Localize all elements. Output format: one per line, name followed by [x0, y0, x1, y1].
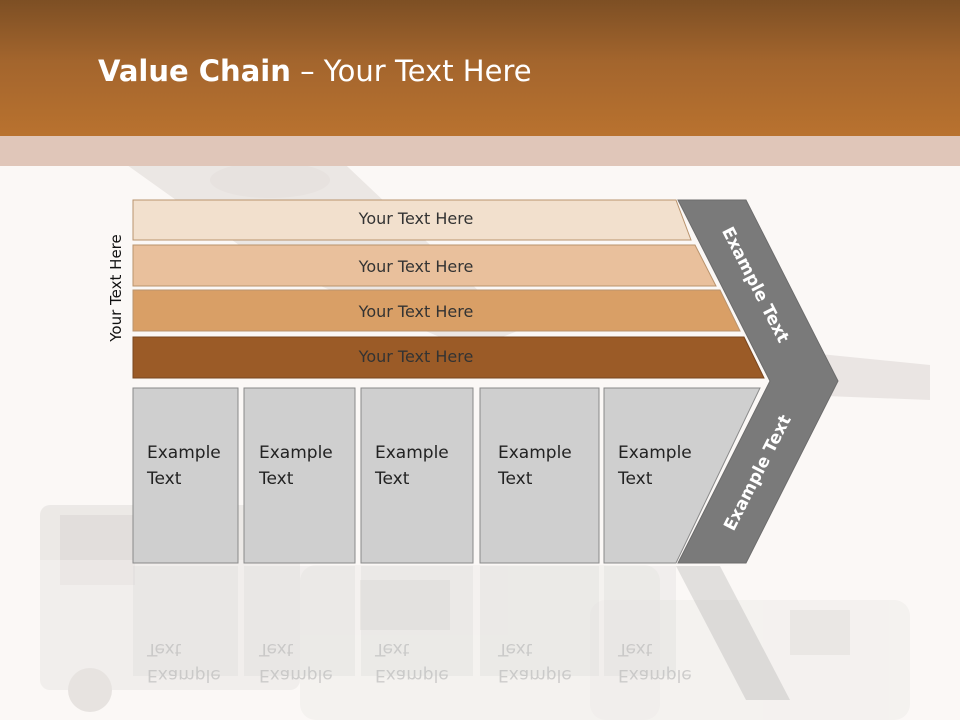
- bar-1: [132, 199, 692, 241]
- bar-3-label: Your Text Here: [358, 302, 474, 321]
- column-2: [243, 387, 356, 564]
- header-band: [0, 0, 960, 136]
- page-title: Value Chain – Your Text Here: [98, 54, 532, 88]
- bar-2-label: Your Text Here: [358, 257, 474, 276]
- column-4: [479, 387, 600, 564]
- title-rest: – Your Text Here: [290, 54, 532, 88]
- columns-reflection: [133, 566, 790, 700]
- chevron-arrow: [677, 199, 839, 564]
- bar-2: [132, 244, 717, 287]
- bar-4: [132, 336, 765, 379]
- bar-1-label: Your Text Here: [358, 209, 474, 228]
- column-1: [132, 387, 239, 564]
- van-icon: [300, 565, 660, 720]
- van-right-icon: [590, 600, 910, 720]
- column-3: [360, 387, 474, 564]
- column-5: [603, 387, 761, 564]
- bar-3: [132, 289, 741, 332]
- title-bold: Value Chain: [98, 54, 291, 88]
- header-accent-band: [0, 136, 960, 166]
- bar-4-label: Your Text Here: [358, 347, 474, 366]
